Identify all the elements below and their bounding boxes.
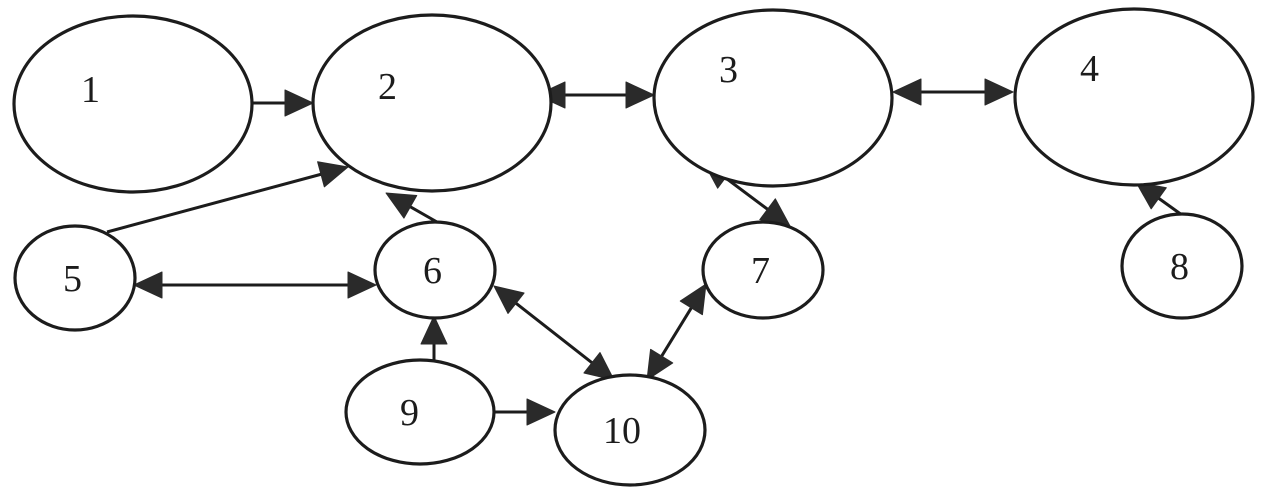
arrowhead-10-7-head: [679, 283, 707, 316]
edge-9-10: [494, 398, 556, 426]
node-ellipse-5: [13, 224, 137, 332]
node-ellipse-2: [311, 13, 553, 193]
arrowhead-6-10-tail: [493, 285, 525, 315]
edge-line-10-7: [658, 303, 695, 361]
node-4: 4: [1013, 7, 1255, 187]
node-label-5: 5: [63, 258, 82, 300]
node-3: 3: [652, 8, 894, 188]
arrowhead-5-2-head: [317, 161, 349, 188]
edge-9-6: [420, 315, 448, 365]
node-9: 9: [344, 358, 496, 466]
arrowhead-5-6-tail: [133, 271, 163, 299]
node-ellipse-10: [553, 373, 707, 487]
arrowhead-6-10-head: [583, 351, 615, 381]
node-label-2: 2: [378, 66, 397, 108]
node-ellipse-7: [701, 220, 825, 320]
node-6: 6: [373, 220, 497, 320]
arrowhead-9-6-head: [420, 315, 448, 345]
edges-layer: [106, 78, 1183, 426]
arrowhead-6-2-head: [385, 192, 418, 219]
node-2: 2: [311, 13, 553, 193]
node-label-4: 4: [1080, 48, 1099, 90]
node-label-10: 10: [603, 410, 641, 452]
edge-6-2: [385, 192, 438, 224]
edge-2-3: [536, 81, 655, 109]
edge-line-5-2: [106, 171, 326, 234]
arrowhead-3-4-tail: [892, 78, 922, 106]
node-label-3: 3: [719, 49, 738, 91]
node-5: 5: [13, 224, 137, 332]
nodes-layer: 1 2 3 4 5 6 7 8 9 10: [12, 7, 1255, 487]
edge-10-7: [646, 283, 707, 381]
edge-6-10: [493, 285, 615, 381]
node-7: 7: [701, 220, 825, 320]
arrowhead-9-10-head: [526, 398, 556, 426]
edge-5-6: [133, 271, 377, 299]
node-ellipse-9: [344, 358, 496, 466]
arrowhead-5-6-head: [347, 271, 377, 299]
node-ellipse-3: [652, 8, 894, 188]
arrowhead-10-7-tail: [646, 348, 674, 381]
node-label-6: 6: [423, 250, 442, 292]
node-1: 1: [12, 14, 254, 194]
edge-line-6-2: [406, 203, 438, 224]
node-ellipse-6: [373, 220, 497, 320]
node-ellipse-4: [1013, 7, 1255, 187]
edge-line-6-10: [511, 299, 597, 367]
node-label-9: 9: [400, 392, 419, 434]
edge-5-2: [106, 161, 349, 234]
edge-3-4: [892, 78, 1014, 106]
node-label-8: 8: [1170, 246, 1189, 288]
node-label-1: 1: [81, 69, 100, 111]
node-10: 10: [553, 373, 707, 487]
edge-line-8-4: [1154, 194, 1183, 217]
node-label-7: 7: [751, 250, 770, 292]
node-ellipse-8: [1120, 212, 1244, 320]
arrowhead-3-4-head: [984, 78, 1014, 106]
arrowhead-2-3-head: [625, 81, 655, 109]
node-8: 8: [1120, 212, 1244, 320]
edge-8-4: [1135, 181, 1183, 217]
node-ellipse-1: [12, 14, 254, 194]
arrowhead-1-2-head: [284, 89, 314, 117]
edge-1-2: [252, 89, 314, 117]
